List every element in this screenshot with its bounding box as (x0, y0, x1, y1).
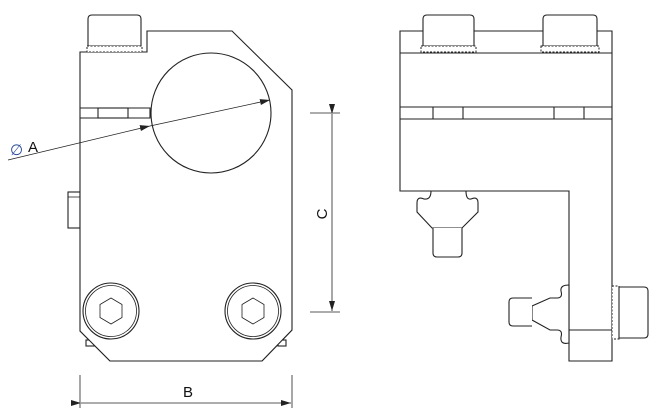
hex-screw-right (224, 282, 282, 340)
height-label: C (314, 208, 331, 219)
diameter-symbol: ∅ (10, 142, 23, 159)
front-view: ∅ A C B (7, 14, 340, 408)
wing-screw-bottom (416, 190, 479, 258)
top-knob-left (420, 14, 477, 53)
wing-screw-side (508, 284, 570, 344)
diameter-leader (7, 125, 151, 161)
side-body (399, 30, 613, 362)
hex-screw-left (82, 282, 140, 340)
diameter-label: A (28, 139, 38, 156)
side-view (399, 14, 649, 362)
clamp-gap-spacer (97, 107, 129, 119)
side-knob (611, 285, 649, 340)
top-knob-right (540, 14, 600, 53)
top-knob (86, 14, 143, 53)
width-label: B (183, 384, 193, 401)
